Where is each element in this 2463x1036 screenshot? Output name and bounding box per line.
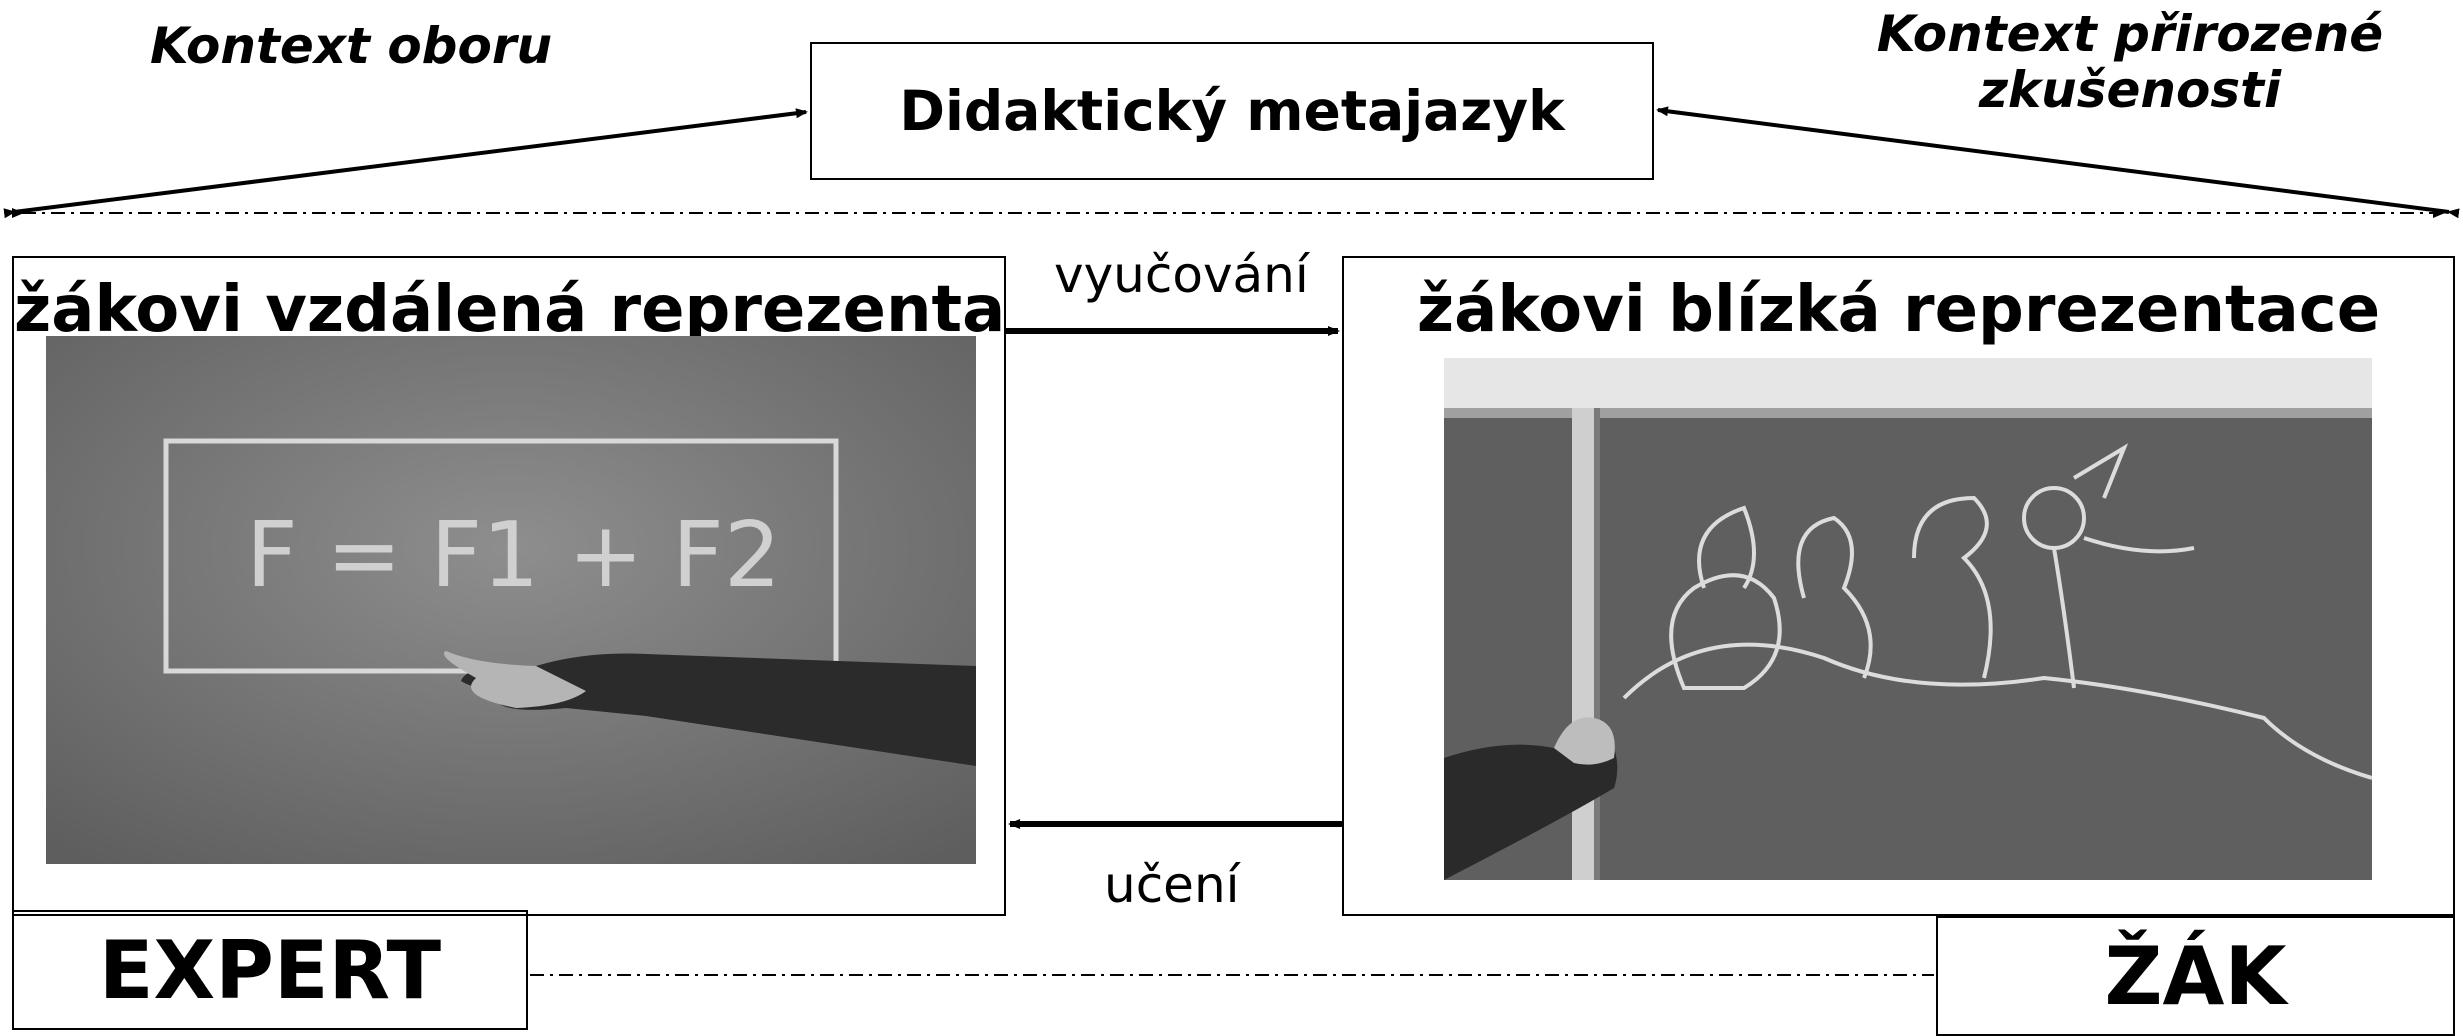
chalk-formula: F = F1 + F2 [246,503,781,608]
learning-label: učení [1104,856,1240,914]
close-representation-panel: žákovi blízká reprezentace [1342,256,2455,916]
context-experience-label: Kontext přirozené zkušenosti [1850,6,2410,118]
expert-box: EXPERT [12,910,528,1030]
chalkboard-formula-photo: F = F1 + F2 [46,336,976,864]
context-experience-line1: Kontext přirozené [1876,5,2384,63]
right-diagonal-arrow [1656,106,2460,219]
close-representation-title: žákovi blízká reprezentace [1416,273,2381,347]
metalanguage-box: Didaktický metajazyk [810,42,1654,180]
left-diagonal-arrow [3,108,808,219]
student-box: ŽÁK [1936,916,2455,1036]
distant-representation-title: žákovi vzdálená reprezentace [14,273,1006,347]
context-field-label: Kontext oboru [150,17,553,75]
teaching-label: vyučování [1054,246,1309,304]
context-experience-line2: zkušenosti [1978,61,2282,119]
chalkboard-drawing-photo [1444,358,2372,880]
distant-representation-panel: žákovi vzdálená reprezentace F = F1 + F2 [12,256,1006,916]
